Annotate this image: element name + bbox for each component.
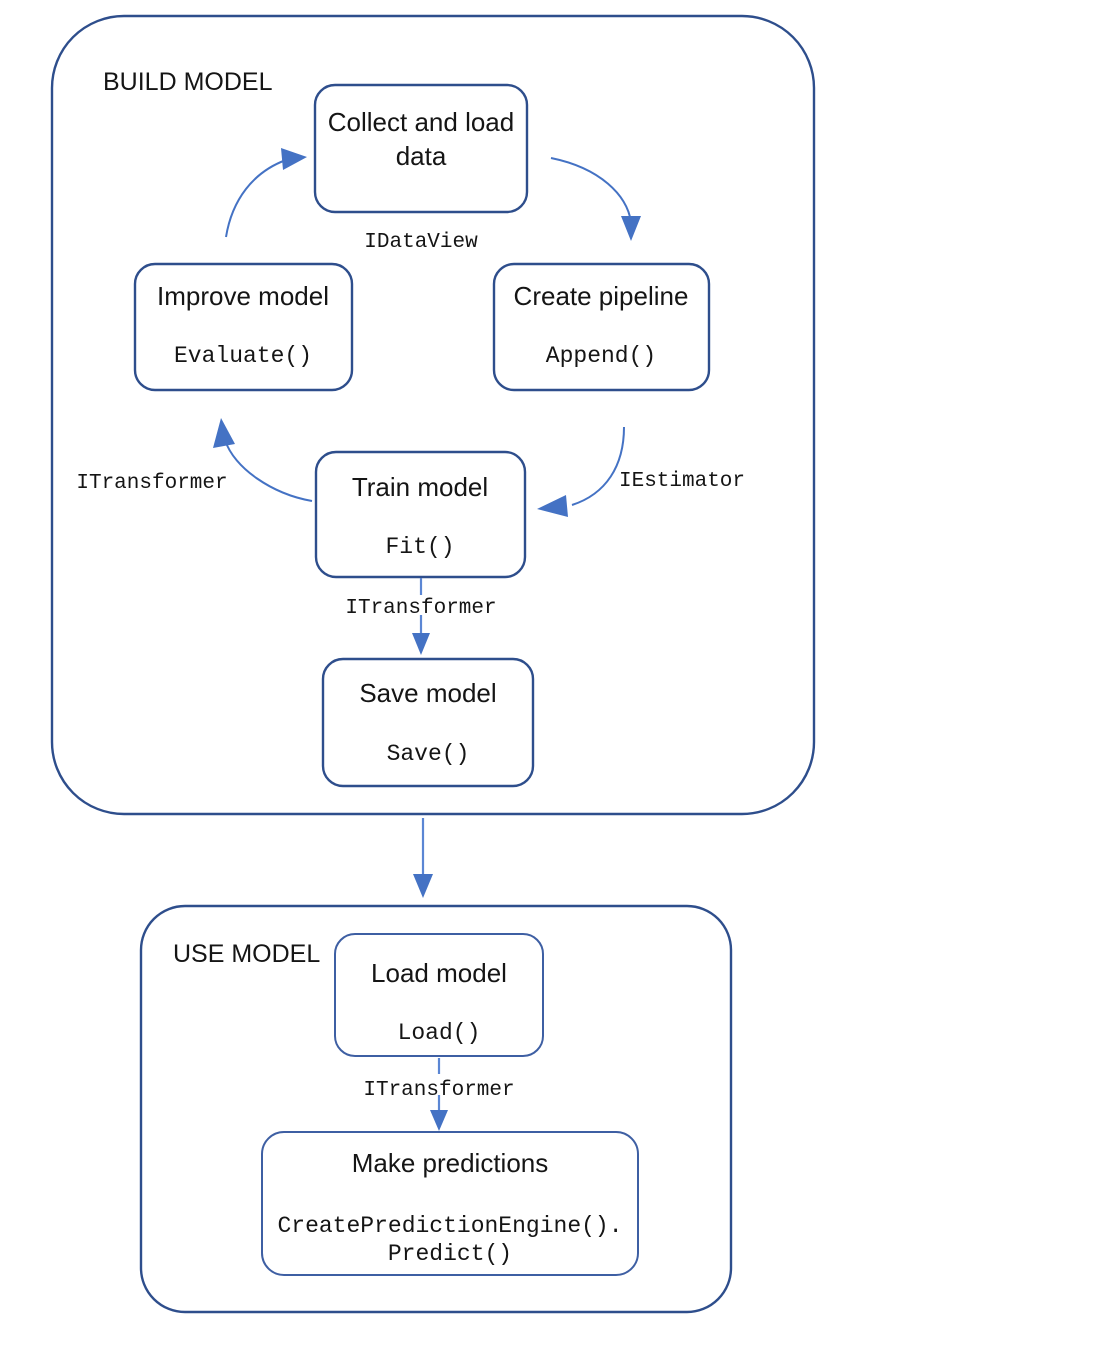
- arrow-train-to-save: [412, 578, 430, 655]
- edge-label-itransformer-predict: ITransformer: [363, 1079, 514, 1102]
- edge-label-itransformer-improve: ITransformer: [76, 472, 227, 495]
- node-pipeline-title: Create pipeline: [514, 281, 689, 311]
- node-save-model[interactable]: [321, 657, 535, 788]
- node-save-title: Save model: [359, 678, 496, 708]
- node-predict-api-line2: Predict(): [388, 1241, 512, 1267]
- node-train-api: Fit(): [385, 534, 454, 560]
- node-create-pipeline[interactable]: [492, 262, 711, 392]
- node-load-title: Load model: [371, 958, 507, 988]
- arrow-pipeline-to-train: [537, 426, 625, 517]
- node-load-api: Load(): [398, 1020, 481, 1046]
- node-train-title: Train model: [352, 472, 488, 502]
- node-improve-title: Improve model: [157, 281, 329, 311]
- node-save-api: Save(): [387, 741, 470, 767]
- node-improve-api: Evaluate(): [174, 343, 312, 369]
- arrow-load-to-predict: [430, 1058, 448, 1131]
- edge-label-iestimator: IEstimator: [619, 470, 745, 493]
- node-predict-title: Make predictions: [352, 1148, 549, 1178]
- arrow-train-to-improve: [213, 418, 313, 502]
- build-model-container: [50, 14, 816, 816]
- arrow-improve-to-collect: [225, 148, 307, 238]
- node-improve-model[interactable]: [133, 262, 354, 392]
- arrow-collect-to-pipeline: [550, 157, 641, 241]
- node-train-model[interactable]: [314, 450, 527, 579]
- edge-label-itransformer-save: ITransformer: [345, 597, 496, 620]
- use-model-section-label: USE MODEL: [173, 940, 320, 968]
- node-make-predictions[interactable]: [261, 1131, 639, 1276]
- edge-label-idataview: IDataView: [364, 231, 478, 254]
- node-collect-title-line1: Collect and load: [328, 107, 514, 137]
- node-collect-and-load-data[interactable]: [313, 83, 529, 214]
- use-model-container: [139, 904, 733, 1314]
- node-collect-title-line2: data: [396, 141, 447, 171]
- node-pipeline-api: Append(): [546, 343, 656, 369]
- node-predict-api-line1: CreatePredictionEngine().: [277, 1213, 622, 1239]
- arrow-build-to-use: [413, 818, 433, 898]
- node-load-model[interactable]: [334, 933, 544, 1057]
- build-model-section-label: BUILD MODEL: [103, 68, 273, 96]
